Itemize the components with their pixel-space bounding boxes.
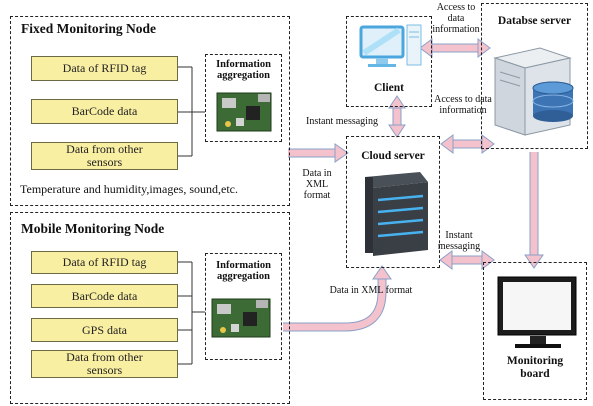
fixed-data-rfid: Data of RFID tag (31, 56, 178, 81)
mobile-aggregation-label: Information aggregation (216, 260, 271, 282)
client-computer-icon (359, 24, 422, 67)
monitoring-board-node (483, 262, 587, 400)
cloud-server-icon (365, 172, 428, 256)
monitoring-board-icon (497, 276, 577, 348)
database-server-label: Databse server (497, 15, 572, 27)
cloud-server-node (346, 136, 440, 268)
mobile-data-other-sensors: Data from other sensors (31, 350, 178, 378)
fixed-aggregation-box (205, 54, 282, 142)
fixed-node-footnote: Temperature and humidity,images, sound,e… (20, 182, 238, 196)
cloud-server-label: Cloud server (361, 150, 425, 162)
mobile-data-rfid: Data of RFID tag (31, 251, 178, 274)
mobile-monitoring-node (10, 212, 290, 404)
fixed-data-barcode: BarCode data (31, 99, 178, 124)
mobile-bracket (178, 261, 205, 365)
fixed-aggregation-label: Information aggregation (216, 59, 271, 81)
mobile-data-gps: GPS data (31, 318, 178, 342)
client-label: Client (373, 82, 405, 94)
edge-label-xml-fixed: Data in XML format (302, 168, 332, 201)
fixed-monitoring-node (10, 16, 290, 206)
mobile-aggregation-box (205, 253, 282, 360)
database-server-node (481, 3, 588, 149)
edge-label-xml-mobile: Data in XML format (329, 285, 413, 296)
fixed-data-other-sensors: Data from other sensors (31, 142, 178, 170)
mobile-data-barcode: BarCode data (31, 284, 178, 308)
edge-label-instant-client: Instant messaging (306, 116, 378, 127)
client-node (346, 16, 432, 107)
edge-label-access-client: Access to data information (432, 2, 480, 35)
mobile-node-title: Mobile Monitoring Node (21, 221, 165, 236)
fixed-aggregation-board-icon (216, 92, 272, 132)
arrows (283, 38, 544, 332)
edge-label-instant-monitor: Instant messaging (437, 230, 481, 252)
mobile-aggregation-board-icon (211, 298, 271, 338)
fixed-bracket (178, 66, 205, 157)
edge-label-access-cloud: Access to data information (434, 94, 492, 116)
fixed-node-title: Fixed Monitoring Node (21, 21, 156, 36)
database-server-icon (493, 47, 574, 136)
monitoring-board-label: Monitoring board (506, 355, 564, 380)
